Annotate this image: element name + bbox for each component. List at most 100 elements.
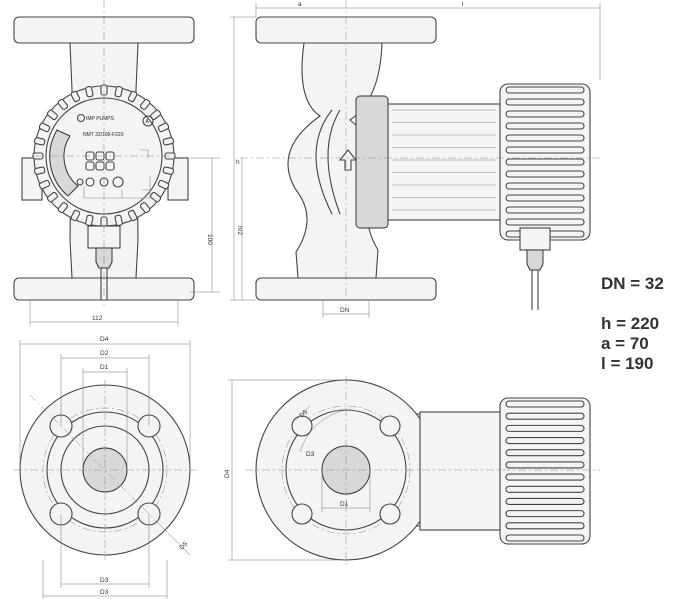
dimension-a: a [255,1,346,17]
motor-fin [157,122,170,133]
side-view: a l h h/2 DN [230,0,601,318]
endcap-fin [505,218,585,226]
motor-fin [162,166,175,175]
motor-fin [33,137,46,146]
dimension-d3-outer-label: D3 [100,589,109,596]
side-cable [531,270,539,310]
endcap-fin [505,182,585,190]
dimension-a-label: a [298,1,302,8]
spec-dn: DN = 32 [601,274,664,293]
motor-fin [162,137,175,146]
dimension-d4-top-label: D4 [224,469,231,478]
minus-button-icon [85,177,95,187]
dimension-d4-top: D4 [224,379,346,561]
motor-fin [70,90,81,103]
motor-fin [46,191,58,203]
endcap-fin [505,510,585,518]
dimension-d3-top: D3 [299,409,347,458]
dimension-d2-flange: D2 [60,350,150,426]
top-view-motor-body [419,411,501,531]
endcap-fin [505,110,585,118]
front-cable [100,268,108,300]
top-endcap-fins [505,400,585,542]
dimension-112: 112 [29,300,179,326]
motor-fin [85,85,94,98]
side-cable-gland [526,249,544,271]
side-motor-body [387,103,501,221]
top-bolt-hole-top-right [379,415,401,437]
motor-fin [70,209,81,222]
endcap-fin [505,158,585,166]
dimension-d1-flange: D1 [82,364,128,470]
dimension-d5-flange-label: D5 [178,540,189,551]
dimension-h: h [230,16,256,301]
endcap-fin [505,412,585,420]
motor-fin [33,166,46,175]
motor-fin [38,122,51,133]
motor-fin [85,214,94,227]
motor-fin [38,179,51,190]
side-motor-flange [355,95,389,229]
badge-label: A [146,119,150,125]
endcap-fin [505,134,585,142]
endcap-fin [505,436,585,445]
control-wiring [83,149,151,199]
dimension-d3-top-label: D3 [306,451,315,458]
motor-fin [157,179,170,190]
dimension-d1-top-label: D1 [340,501,349,508]
motor-fin [139,98,151,110]
control-display-arc [49,129,79,197]
dimension-112-label: 112 [92,315,103,322]
motor-fin [57,98,69,110]
dimension-d3-outer: D3 [42,560,168,599]
top-view-motor-endcap [499,397,591,545]
dimension-l: l [346,1,601,80]
spec-l: l = 190 [601,354,654,373]
endcap-fin [505,424,585,432]
motor-fin [139,202,151,214]
front-view: IMP PUMPS NMT 32/100-F220 A 100 [13,0,220,326]
dimension-l-label: l [462,1,464,8]
spec-h: h = 220 [601,314,660,333]
top-view: D4 D1 D3 D5 [224,376,600,566]
dimension-d5-top: D5 [295,405,311,421]
endcap-fin [505,400,585,408]
endcap-fin [505,146,585,154]
power-icon [76,178,84,186]
endcap-fin [505,206,585,214]
endcap-fin [505,194,585,202]
endcap-fin [505,534,585,542]
dimension-dn-label: DN [340,307,350,314]
endcap-fin [505,522,585,530]
endcap-fin [505,461,585,469]
dimension-h-half: h/2 [236,158,243,300]
motor-fin [150,191,162,203]
endcap-fin [505,449,585,457]
top-bolt-hole-bottom-left [291,503,313,525]
endcap-fin [505,86,585,94]
dimension-d1-flange-label: D1 [100,364,109,371]
spec-a: a = 70 [601,334,649,353]
dimension-d1-top: D1 [321,470,371,512]
side-volute [315,109,341,215]
motor-fins [32,84,176,228]
dimension-100-label: 100 [206,234,213,245]
dimension-d3-flange-label: D3 [100,577,109,584]
motor-fin [114,85,123,98]
side-neck [519,227,551,251]
endcap-fin [505,473,585,481]
endcap-fins [505,86,585,238]
motor-fin [46,109,58,121]
endcap-fin [505,497,585,506]
motor-fin [114,214,123,227]
motor-fin [57,202,69,214]
endcap-fin [505,122,585,130]
dimension-d5-top-label: D5 [298,408,309,419]
model-label: NMT 32/100-F220 [83,132,124,138]
side-motor-fins [392,109,496,211]
dimension-d4-flange-label: D4 [100,336,109,343]
dimension-d4-flange: D4 [19,336,191,470]
brand-label: IMP PUMPS [86,116,115,122]
flow-arrow [338,149,358,171]
